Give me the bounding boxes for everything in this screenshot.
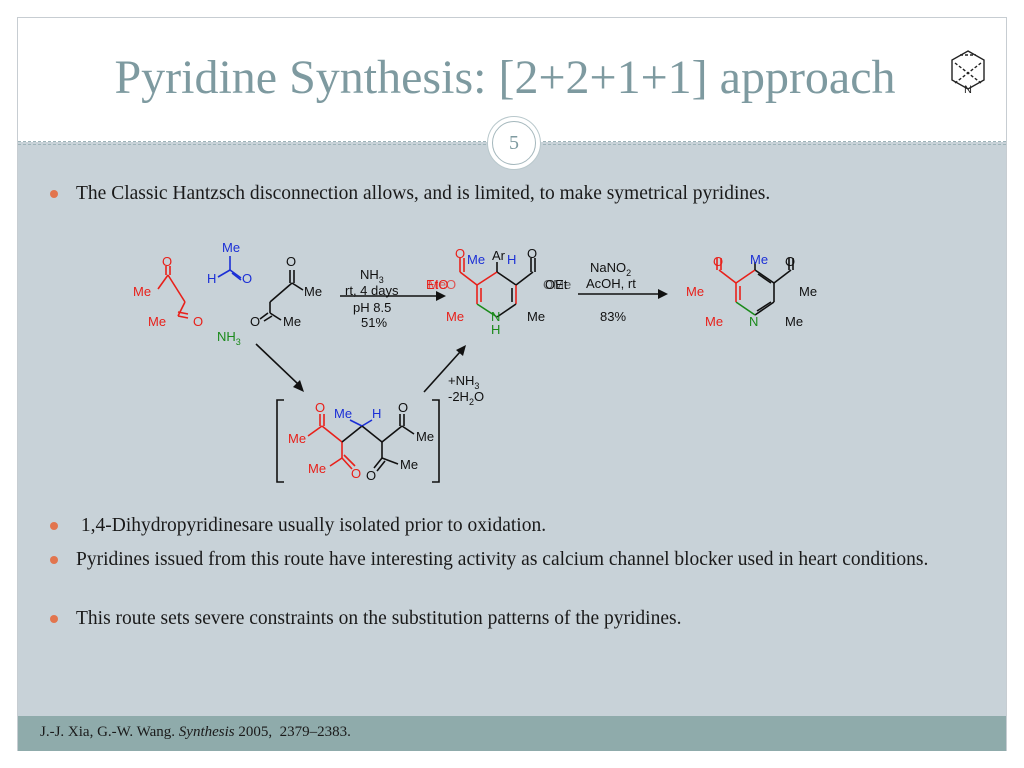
red-o-1: O	[162, 254, 172, 269]
intermediate-structure	[307, 414, 415, 472]
step2-conditions: AcOH, rt	[586, 276, 636, 291]
blue-h: H	[207, 271, 216, 286]
int-me-2: Me	[308, 461, 326, 476]
arrow-from-intermediate	[423, 351, 461, 393]
int-h-blue: H	[372, 406, 381, 421]
int-me-1: Me	[288, 431, 306, 446]
page-number: 5	[492, 121, 536, 165]
arrow-to-intermediate-head	[293, 380, 304, 392]
step2-reagent: NaNO2	[590, 260, 631, 278]
reactant-diketone-black	[259, 270, 304, 322]
citation-journal: Synthesis	[178, 724, 235, 740]
arrow-to-intermediate	[255, 343, 299, 385]
reactant-diketone-red	[157, 266, 189, 319]
bullet-text: The Classic Hantzsch disconnection allow…	[76, 183, 771, 204]
dhp-ome-overlay: OMe	[543, 277, 571, 292]
pyr-o-right: O	[785, 254, 795, 269]
bullet-dot	[50, 615, 58, 623]
slide-title: Pyridine Synthesis: [2+2+1+1] approach	[114, 51, 896, 104]
dhp-meo-overlay: MeO	[428, 277, 456, 292]
step3-nh3: +NH3	[448, 373, 479, 391]
int-me-blue: Me	[334, 406, 352, 421]
reaction-arrow-1-head	[436, 291, 446, 301]
content-area	[18, 146, 1006, 716]
int-o-3: O	[398, 400, 408, 415]
bullet-dot	[50, 522, 58, 530]
int-o-1: O	[315, 400, 325, 415]
step1-ph: pH 8.5	[353, 300, 391, 315]
intermediate-brackets	[276, 399, 440, 483]
dhp-ar: Ar	[492, 248, 506, 263]
dhp-n: N	[491, 309, 500, 324]
pyridine-logo-letter: N	[964, 84, 972, 96]
dhp-me-blue: Me	[467, 252, 485, 267]
dhp-oet: OEt	[545, 277, 568, 292]
citation-details: 2005, 2379–2383.	[234, 724, 351, 740]
step1-conditions: rt, 4 days	[345, 283, 399, 298]
bullet-text: This route sets severe constraints on th…	[76, 608, 682, 629]
pyr-me-br: Me	[785, 314, 803, 329]
dhp-me-right: Me	[527, 309, 545, 324]
int-o-2: O	[351, 466, 361, 481]
red-me-1: Me	[133, 284, 151, 299]
bullet-dot	[50, 556, 58, 564]
pyr-me-right: Me	[799, 284, 817, 299]
int-me-3: Me	[416, 429, 434, 444]
citation-authors: J.-J. Xia, G.-W. Wang.	[40, 724, 176, 740]
step1-yield: 51%	[361, 315, 387, 330]
bullet-text: Pyridines issued from this route have in…	[76, 549, 929, 570]
pyr-me-top: Me	[750, 252, 768, 267]
pyr-n: N	[749, 314, 758, 329]
footer-citation: J.-J. Xia, G.-W. Wang. Synthesis 2005, 2…	[40, 724, 351, 741]
pyr-me-bl: Me	[705, 314, 723, 329]
bullet-text: 1,4-Dihydropyridinesare usually isolated…	[76, 515, 547, 536]
pyr-o-left: O	[713, 254, 723, 269]
step1-reagent: NH3	[360, 267, 384, 285]
dhp-o-left: O	[455, 246, 465, 261]
arrow-from-intermediate-head	[456, 345, 466, 356]
dhp-eto: EtO	[426, 277, 448, 292]
blue-me: Me	[222, 240, 240, 255]
reactant-aldehyde-blue	[217, 256, 242, 281]
pyr-me-left: Me	[686, 284, 704, 299]
dhp-nh-h: H	[491, 322, 500, 337]
int-me-4: Me	[400, 457, 418, 472]
black-o-2: O	[250, 314, 260, 329]
pyridine-logo-icon: N	[951, 50, 985, 96]
bullet-dot	[50, 190, 58, 198]
red-me-2: Me	[148, 314, 166, 329]
dhp-o-right: O	[527, 246, 537, 261]
blue-o: O	[242, 271, 252, 286]
red-o-2: O	[193, 314, 203, 329]
black-me-1: Me	[304, 284, 322, 299]
dhp-h-blue: H	[507, 252, 516, 267]
green-nh3: NH3	[217, 329, 241, 347]
footer-bar	[18, 716, 1006, 751]
dhp-me-left: Me	[446, 309, 464, 324]
int-o-4: O	[366, 468, 376, 483]
reaction-arrow-2-head	[658, 289, 668, 299]
black-o-1: O	[286, 254, 296, 269]
step2-yield: 83%	[600, 309, 626, 324]
black-me-2: Me	[283, 314, 301, 329]
dihydropyridine-ring	[459, 258, 536, 318]
step3-water: -2H2O	[448, 389, 484, 407]
pyridine-product	[716, 258, 794, 316]
page-number-badge: 5	[487, 116, 541, 170]
